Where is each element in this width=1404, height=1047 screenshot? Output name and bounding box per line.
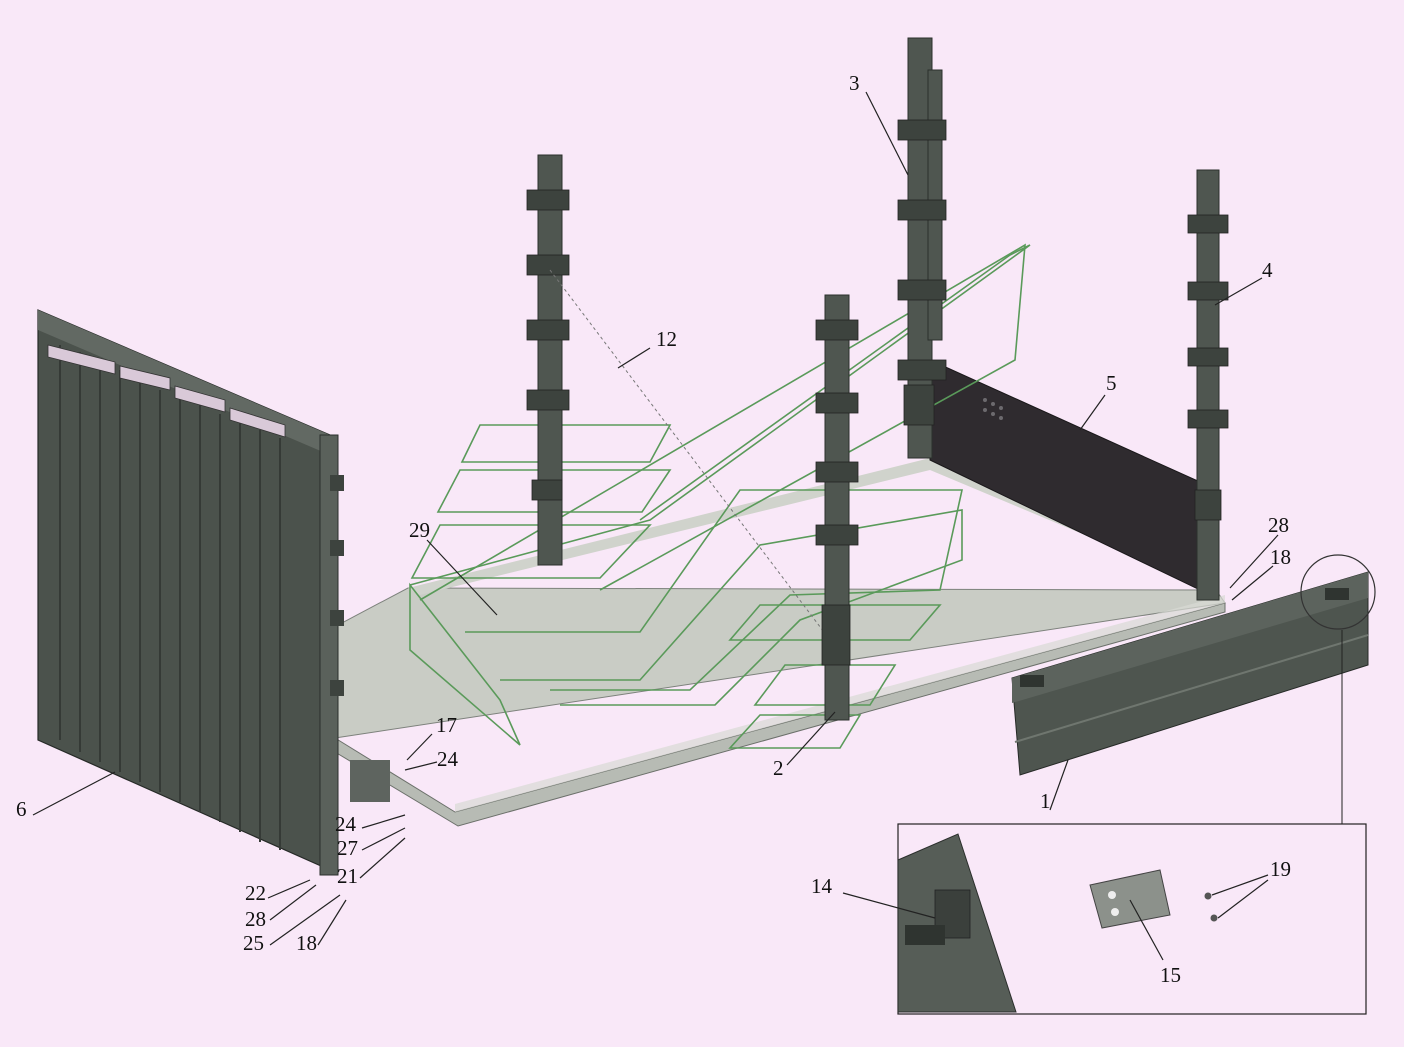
- callout-24-left: 24: [335, 812, 357, 836]
- callout-18-top: 18: [1270, 545, 1291, 569]
- callout-24-center: 24: [437, 747, 459, 771]
- callout-4: 4: [1262, 258, 1273, 282]
- middle-post: [815, 294, 859, 721]
- callout-29: 29: [409, 518, 430, 542]
- callout-28-top: 28: [1268, 513, 1289, 537]
- side-board: [1011, 554, 1376, 776]
- callout-1: 1: [1040, 789, 1051, 813]
- callout-21: 21: [337, 864, 358, 888]
- callout-15: 15: [1160, 963, 1181, 987]
- front-right-post: [1187, 169, 1229, 601]
- callout-25: 25: [243, 931, 264, 955]
- detail-inset: [897, 630, 1367, 1015]
- rear-left-post: [526, 154, 831, 641]
- callout-5: 5: [1106, 371, 1117, 395]
- callout-17: 17: [436, 713, 457, 737]
- front-board: [929, 359, 1201, 591]
- side-board-outlines: [409, 243, 1031, 749]
- callout-12: 12: [656, 327, 677, 351]
- rear-door: [37, 309, 344, 876]
- callout-3: 3: [849, 71, 860, 95]
- callout-18-bottom: 18: [296, 931, 317, 955]
- callout-19: 19: [1270, 857, 1291, 881]
- leader-lines: [32, 91, 1279, 961]
- callout-28-bottom: 28: [245, 907, 266, 931]
- callout-27: 27: [337, 836, 358, 860]
- callout-22: 22: [245, 881, 266, 905]
- rear-right-post: [897, 37, 947, 459]
- callout-labels: 1 2 3 4 5 6 12 14 15 17 18 18 19 21 22 2…: [16, 71, 1291, 987]
- callout-14: 14: [811, 874, 833, 898]
- callout-2: 2: [773, 756, 784, 780]
- callout-6: 6: [16, 797, 27, 821]
